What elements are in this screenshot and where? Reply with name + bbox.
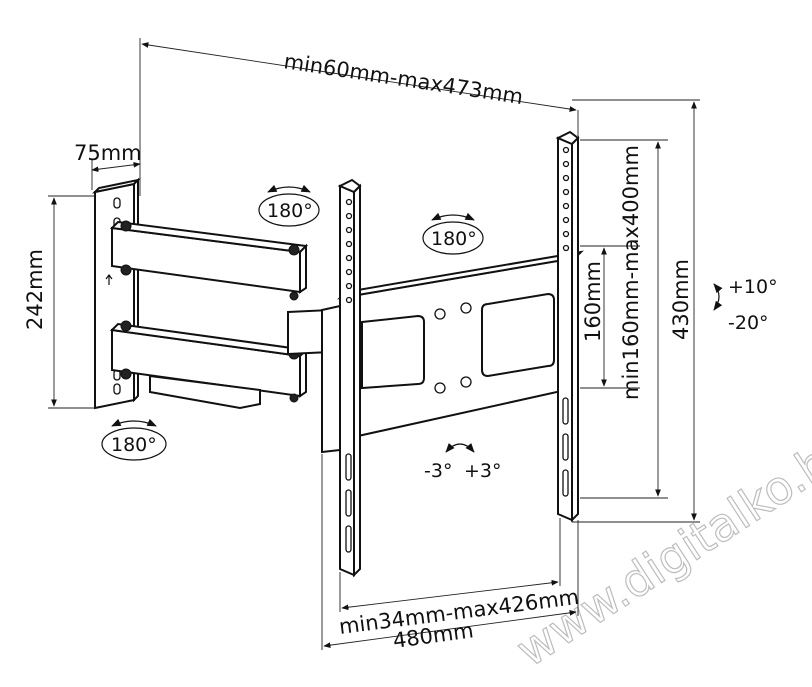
label-rotation-minus: -3° (424, 460, 452, 482)
dim-wall-plate-height: 242mm (23, 249, 47, 330)
articulating-arms (109, 220, 331, 410)
label-rotation-plus: +3° (464, 460, 502, 482)
swivel-top-left-icon (267, 184, 311, 193)
dim-top-width: min60mm-max473mm (282, 49, 524, 109)
dim-bracket-height: 430mm (669, 259, 693, 340)
label-tilt-up: +10° (728, 276, 778, 298)
label-tilt-down: -20° (728, 312, 769, 334)
rotation-symbols (101, 184, 723, 461)
wall-plate (91, 177, 142, 410)
rotate-icon (445, 442, 475, 453)
swivel-top-center-icon (431, 212, 475, 221)
dim-hole-vertical-range: min160mm-max400mm (619, 145, 643, 400)
dimension-lines (48, 38, 700, 650)
cross-bracket (337, 250, 584, 442)
dim-wall-depth: 75mm (74, 141, 142, 165)
watermark-text: www.digitalko.hu (507, 419, 812, 678)
label-swivel-top-left: 180° (267, 200, 313, 222)
label-swivel-bottom: 180° (111, 434, 157, 456)
tilt-icon (713, 283, 723, 311)
swivel-bottom-icon (111, 418, 157, 427)
swivel-bottom-oval (101, 427, 167, 461)
labels: min60mm-max473mm 75mm 242mm 480mm min34m… (23, 49, 778, 653)
dim-hole-vertical-min: 160mm (581, 261, 605, 342)
vertical-rail-right (555, 130, 580, 523)
swivel-top-left-oval (258, 193, 320, 227)
vertical-rail-left (321, 178, 362, 578)
label-swivel-top-center: 180° (431, 228, 477, 250)
swivel-top-center-oval (422, 221, 484, 255)
